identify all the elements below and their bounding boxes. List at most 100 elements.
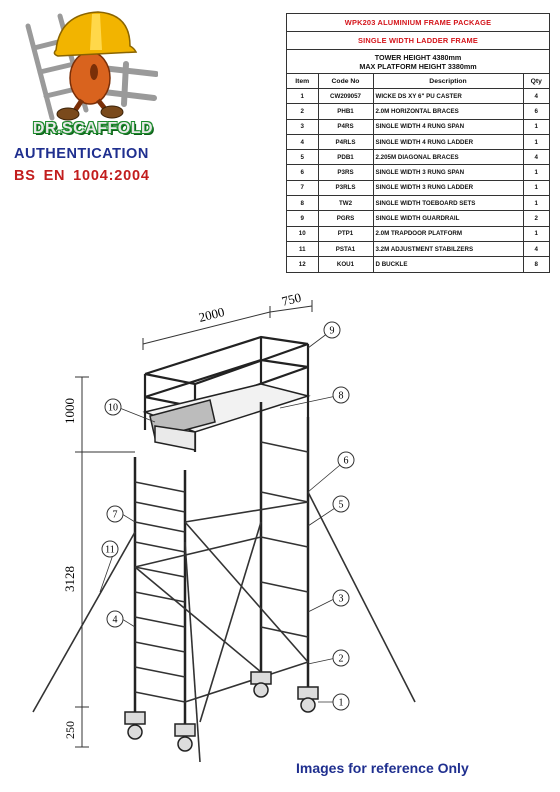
callout-circle bbox=[101, 540, 119, 558]
parts-cell-code: PHB1 bbox=[317, 103, 374, 120]
parts-cell-item: 8 bbox=[287, 195, 319, 212]
callout-label: 1 bbox=[339, 698, 344, 709]
parts-cell-qty: 1 bbox=[522, 133, 549, 151]
callout-label: 3 bbox=[339, 594, 344, 605]
callout-label: 5 bbox=[339, 500, 344, 511]
callout-label: 8 bbox=[339, 391, 344, 402]
parts-cell-qty: 4 bbox=[522, 240, 549, 258]
parts-header-row: Item Code No Description Qty bbox=[287, 74, 549, 89]
parts-cell-qty: 4 bbox=[522, 87, 549, 105]
parts-cell-code: P3RLS bbox=[317, 179, 374, 197]
tower-heights: TOWER HEIGHT 4380mm MAX PLATFORM HEIGHT … bbox=[287, 50, 549, 74]
parts-cell-qty: 2 bbox=[522, 210, 549, 227]
header-item: Item bbox=[287, 74, 319, 89]
dr-scaffold-mascot-logo bbox=[25, 11, 158, 121]
package-subtitle: SINGLE WIDTH LADDER FRAME bbox=[287, 32, 549, 50]
parts-cell-qty: 1 bbox=[522, 195, 549, 212]
dim-height: 3128 bbox=[62, 566, 77, 592]
callout-circle bbox=[332, 386, 350, 404]
parts-cell-code: PTP1 bbox=[317, 225, 374, 242]
parts-cell-qty: 1 bbox=[522, 164, 549, 181]
callout-circle bbox=[337, 451, 355, 469]
parts-cell-code: P4RLS bbox=[317, 133, 374, 151]
parts-cell-item: 9 bbox=[287, 210, 319, 227]
callout-label: 6 bbox=[344, 456, 349, 467]
parts-cell-item: 4 bbox=[287, 133, 319, 151]
parts-cell-item: 11 bbox=[287, 240, 319, 258]
callout-label: 9 bbox=[330, 326, 335, 337]
parts-cell-item: 6 bbox=[287, 164, 319, 181]
parts-cell-code: TW2 bbox=[317, 195, 374, 212]
callout-circle bbox=[106, 505, 124, 523]
callout-circle bbox=[332, 649, 350, 667]
parts-cell-desc: WICKE DS XY 6" PU CASTER bbox=[372, 87, 524, 105]
standard-label: BS EN 1004:2004 bbox=[14, 168, 150, 184]
brand-name: DR.SCAFFOLD bbox=[32, 120, 154, 137]
parts-cell-desc: SINGLE WIDTH 3 RUNG LADDER bbox=[372, 179, 524, 197]
parts-cell-item: 2 bbox=[287, 103, 319, 120]
parts-cell-code: P3RS bbox=[317, 164, 374, 181]
parts-cell-code: CW209057 bbox=[317, 87, 374, 105]
parts-cell-desc: SINGLE WIDTH 3 RUNG SPAN bbox=[372, 164, 524, 181]
parts-cell-code: PSTA1 bbox=[317, 240, 374, 258]
callout-label: 7 bbox=[113, 510, 118, 521]
parts-cell-item: 3 bbox=[287, 118, 319, 135]
authentication-label: AUTHENTICATION bbox=[14, 146, 149, 162]
parts-cell-qty: 1 bbox=[522, 225, 549, 242]
parts-cell-item: 5 bbox=[287, 149, 319, 166]
dim-base: 250 bbox=[63, 721, 77, 739]
callout-circle bbox=[332, 589, 350, 607]
parts-cell-code: PGRS bbox=[317, 210, 374, 227]
header-description: Description bbox=[372, 74, 524, 89]
parts-cell-desc: SINGLE WIDTH 4 RUNG LADDER bbox=[372, 133, 524, 151]
parts-cell-desc: 2.205M DIAGONAL BRACES bbox=[372, 149, 524, 166]
callout-label: 10 bbox=[108, 403, 118, 414]
header-code: Code No bbox=[317, 74, 374, 89]
callout-label: 2 bbox=[339, 654, 344, 665]
callout-circle bbox=[332, 495, 350, 513]
parts-cell-item: 1 bbox=[287, 87, 319, 105]
parts-cell-qty: 4 bbox=[522, 149, 549, 166]
parts-cell-desc: D BUCKLE bbox=[372, 256, 524, 272]
callout-circle bbox=[106, 610, 124, 628]
callout-label: 4 bbox=[113, 615, 118, 626]
platform-height: MAX PLATFORM HEIGHT 3380mm bbox=[359, 62, 477, 71]
parts-cell-qty: 1 bbox=[522, 118, 549, 135]
dim-guard: 1000 bbox=[62, 398, 77, 424]
package-spec-table: WPK203 ALUMINIUM FRAME PACKAGE SINGLE WI… bbox=[286, 13, 550, 273]
header-qty: Qty bbox=[522, 74, 549, 89]
callout-circle bbox=[104, 398, 122, 416]
tower-height: TOWER HEIGHT 4380mm bbox=[374, 53, 462, 62]
callout-circle bbox=[332, 693, 350, 711]
callout-label: 11 bbox=[105, 545, 115, 556]
callout-circle bbox=[323, 321, 341, 339]
parts-cell-desc: SINGLE WIDTH 4 RUNG SPAN bbox=[372, 118, 524, 135]
parts-cell-desc: SINGLE WIDTH GUARDRAIL bbox=[372, 210, 524, 227]
dim-length: 2000 bbox=[197, 304, 226, 325]
package-title: WPK203 ALUMINIUM FRAME PACKAGE bbox=[287, 14, 549, 32]
parts-cell-code: PDB1 bbox=[317, 149, 374, 166]
parts-cell-desc: 2.0M TRAPDOOR PLATFORM bbox=[372, 225, 524, 242]
parts-cell-code: KOU1 bbox=[317, 256, 374, 272]
parts-cell-desc: SINGLE WIDTH TOEBOARD SETS bbox=[372, 195, 524, 212]
parts-cell-qty: 8 bbox=[522, 256, 549, 272]
parts-cell-item: 10 bbox=[287, 225, 319, 242]
parts-cell-desc: 3.2M ADJUSTMENT STABILZERS bbox=[372, 240, 524, 258]
reference-note: Images for reference Only bbox=[296, 760, 469, 776]
parts-cell-item: 7 bbox=[287, 179, 319, 197]
callouts-group: 1 2 3 4 5 6 7 8 9 10 11 bbox=[101, 321, 355, 711]
